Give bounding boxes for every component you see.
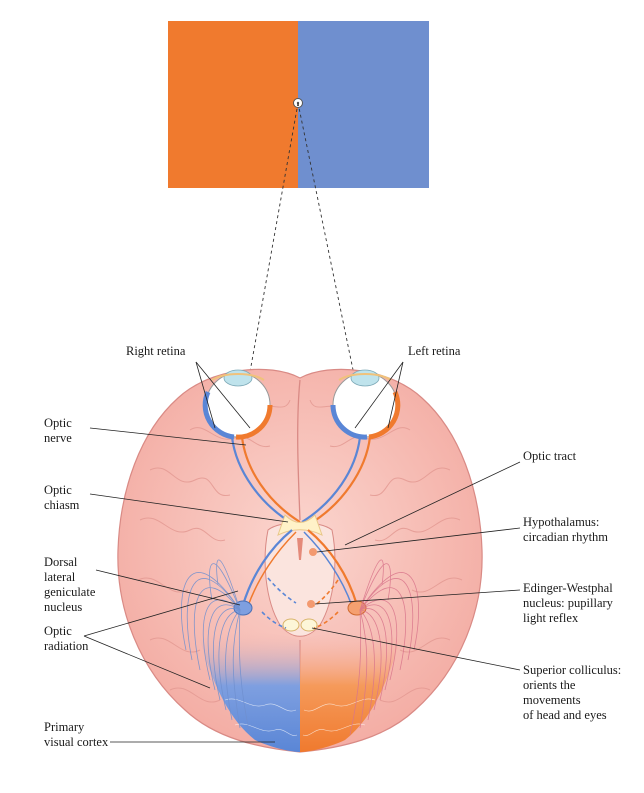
label-primary-visual-cortex: Primary visual cortex [44, 720, 109, 749]
right-visual-cortex [300, 631, 400, 752]
hypothalamus-stalk [297, 538, 303, 560]
label-right-retina: Right retina [126, 344, 186, 358]
edinger-westphal-nucleus [307, 600, 315, 608]
label-optic-nerve: Optic nerve [44, 416, 72, 445]
brainstem-projections [261, 577, 339, 629]
right-retina-orange [235, 404, 273, 440]
optic-chiasm-shape [277, 514, 323, 536]
optic-pathways [230, 436, 372, 607]
right-visual-field [298, 21, 429, 188]
left-visual-cortex [200, 631, 300, 752]
left-retina-blue [330, 404, 368, 440]
label-edinger-westphal: Edinger-Westphal nucleus: pupillary ligh… [523, 581, 613, 625]
left-retina-orange [368, 390, 401, 440]
brain [117, 368, 483, 753]
label-optic-radiation: Optic radiation [44, 624, 89, 653]
label-left-retina: Left retina [408, 344, 461, 358]
hypothalamus-nucleus [309, 548, 317, 556]
right-optic-tract [307, 529, 359, 606]
right-optic-radiation [349, 559, 419, 736]
right-retina-blue [202, 390, 235, 440]
left-optic-tract [241, 529, 293, 606]
label-optic-chiasm: Optic chiasm [44, 483, 80, 512]
left-visual-field [168, 21, 298, 188]
label-hypothalamus: Hypothalamus: circadian rhythm [523, 515, 609, 544]
label-optic-tract: Optic tract [523, 449, 577, 463]
visual-field [168, 21, 429, 188]
right-eye [202, 369, 273, 440]
left-optic-radiation [181, 559, 251, 736]
label-dorsal-lgn: Dorsal lateral geniculate nucleus [44, 555, 96, 614]
leader-lines [83, 361, 521, 743]
left-eye [330, 369, 401, 440]
label-superior-colliculus: Superior colliculus: orients the movemen… [523, 663, 622, 722]
